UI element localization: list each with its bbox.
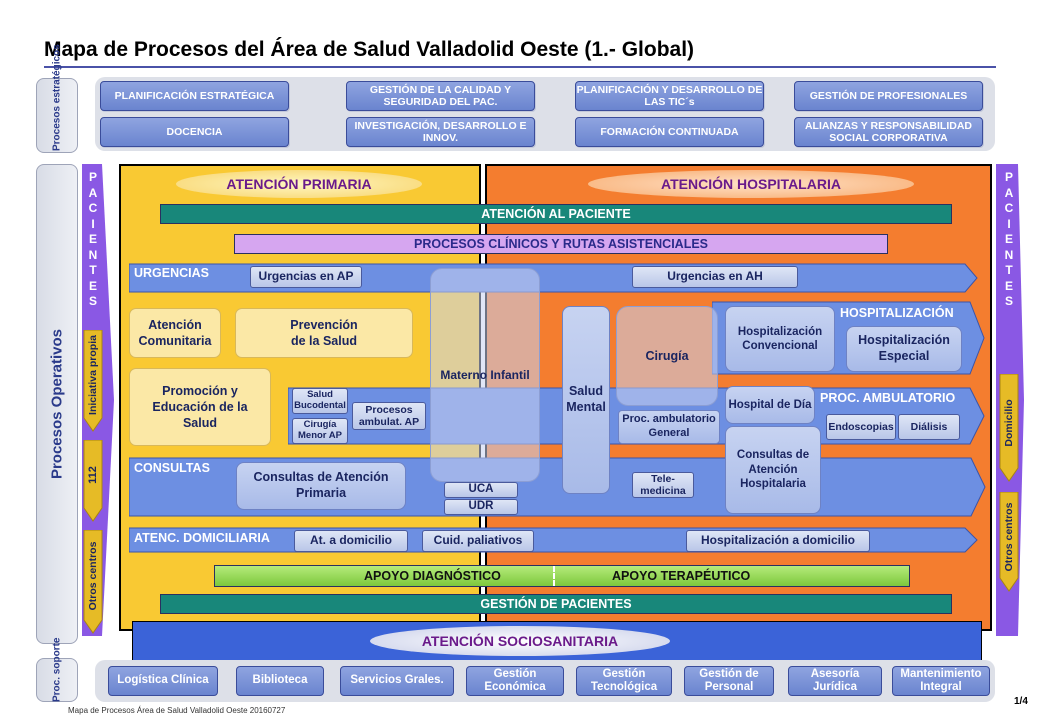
support-mantenimiento[interactable]: Mantenimiento Integral xyxy=(892,666,990,696)
salud-mental[interactable]: Salud Mental xyxy=(562,306,610,494)
strategic-item-tics[interactable]: PLANIFICACIÓN Y DESARROLLO DE LAS TIC´s xyxy=(575,81,764,111)
materno-infantil[interactable]: Materno Infantil xyxy=(430,268,540,482)
hospital-care-title: ATENCIÓN HOSPITALARIA xyxy=(588,170,914,198)
sociosanitaria-title: ATENCIÓN SOCIOSANITARIA xyxy=(370,626,670,656)
consultas-label: CONSULTAS xyxy=(134,461,210,475)
page-title: Mapa de Procesos del Área de Salud Valla… xyxy=(44,38,695,61)
udr[interactable]: UDR xyxy=(444,499,518,515)
support-personal[interactable]: Gestión de Personal xyxy=(684,666,774,696)
consultas-hospitalaria[interactable]: Consultas de Atención Hospitalaria xyxy=(725,426,821,514)
hosp-convencional[interactable]: Hospitalización Convencional xyxy=(725,306,835,372)
domiciliaria-label: ATENC. DOMICILIARIA xyxy=(134,531,270,545)
strategic-item-alianzas[interactable]: ALIANZAS Y RESPONSABILIDAD SOCIAL CORPOR… xyxy=(794,117,983,147)
apoyo-bar xyxy=(214,565,910,587)
urgencias-ah[interactable]: Urgencias en AH xyxy=(632,266,798,288)
atencion-paciente-bar: ATENCIÓN AL PACIENTE xyxy=(160,204,952,224)
hospital-de-dia[interactable]: Hospital de Día xyxy=(725,386,815,424)
support-juridica[interactable]: Asesoría Jurídica xyxy=(788,666,882,696)
apoyo-terapeutico: APOYO TERAPÉUTICO xyxy=(612,569,751,583)
strategic-item-docencia[interactable]: DOCENCIA xyxy=(100,117,289,147)
urgencias-ap[interactable]: Urgencias en AP xyxy=(250,266,362,288)
support-label-box: Proc. soporte xyxy=(36,637,78,702)
support-logistica[interactable]: Logística Clínica xyxy=(108,666,218,696)
strategic-label-box: Procesos estratégicos xyxy=(36,43,78,153)
dialisis[interactable]: Diálisis xyxy=(898,414,960,440)
input-112-label: 112 xyxy=(87,466,99,484)
support-tecnologica[interactable]: Gestión Tecnológica xyxy=(576,666,672,696)
title-underline xyxy=(44,66,996,68)
hosp-domicilio[interactable]: Hospitalización a domicilio xyxy=(686,530,870,552)
output-otros-label: Otros centros xyxy=(1003,502,1015,572)
output-domicilio-label: Domicilio xyxy=(1003,399,1015,447)
hospitalizacion-label: HOSPITALIZACIÓN xyxy=(840,306,954,320)
pacientes-right-letters: P A C I E N T E S xyxy=(1004,170,1014,308)
cuid-paliativos[interactable]: Cuid. paliativos xyxy=(422,530,534,552)
procesos-clinicos-bar: PROCESOS CLÍNICOS Y RUTAS ASISTENCIALES xyxy=(234,234,888,254)
strategic-item-formacion[interactable]: FORMACIÓN CONTINUADA xyxy=(575,117,764,147)
uca[interactable]: UCA xyxy=(444,482,518,498)
primary-care-title: ATENCIÓN PRIMARIA xyxy=(176,170,422,198)
page-number: 1/4 xyxy=(1014,696,1028,707)
telemedicina[interactable]: Tele- medicina xyxy=(632,472,694,498)
operative-label-box: Procesos Operativos xyxy=(36,164,78,644)
procesos-ambulat-ap[interactable]: Procesos ambulat. AP xyxy=(352,402,426,430)
support-economica[interactable]: Gestión Económica xyxy=(466,666,564,696)
support-servicios[interactable]: Servicios Grales. xyxy=(340,666,454,696)
at-domicilio[interactable]: At. a domicilio xyxy=(294,530,408,552)
strategic-item-calidad[interactable]: GESTIÓN DE LA CALIDAD Y SEGURIDAD DEL PA… xyxy=(346,81,535,111)
prevencion-salud[interactable]: Prevención de la Salud xyxy=(235,308,413,358)
apoyo-divider xyxy=(553,566,555,586)
cirugia-menor-ap[interactable]: Cirugía Menor AP xyxy=(292,418,348,444)
support-biblioteca[interactable]: Biblioteca xyxy=(236,666,324,696)
gestion-pacientes-bar: GESTIÓN DE PACIENTES xyxy=(160,594,952,614)
input-arrow-otros xyxy=(83,530,103,634)
footer-text: Mapa de Procesos Área de Salud Valladoli… xyxy=(68,706,286,715)
promocion-salud[interactable]: Promoción y Educación de la Salud xyxy=(129,368,271,446)
apoyo-diagnostico: APOYO DIAGNÓSTICO xyxy=(364,569,501,583)
endoscopias[interactable]: Endoscopias xyxy=(826,414,896,440)
output-arrow-domicilio xyxy=(999,374,1019,482)
input-arrow-iniciativa xyxy=(83,330,103,432)
consultas-ap[interactable]: Consultas de Atención Primaria xyxy=(236,462,406,510)
strategic-item-planificacion[interactable]: PLANIFICACIÓN ESTRATÉGICA xyxy=(100,81,289,111)
input-iniciativa-label: Iniciativa propia xyxy=(87,335,99,415)
atencion-comunitaria[interactable]: Atención Comunitaria xyxy=(129,308,221,358)
pacientes-left-letters: P A C I E N T E S xyxy=(88,170,98,308)
proc-ambulatorio-general[interactable]: Proc. ambulatorio General xyxy=(618,410,720,444)
support-label: Proc. soporte xyxy=(51,637,63,702)
proc-ambulatorio-label: PROC. AMBULATORIO xyxy=(820,391,956,405)
output-arrow-otros xyxy=(999,492,1019,592)
cirugia[interactable]: Cirugía xyxy=(616,306,718,406)
strategic-label: Procesos estratégicos xyxy=(51,43,63,151)
strategic-item-profesionales[interactable]: GESTIÓN DE PROFESIONALES xyxy=(794,81,983,111)
urgencias-label: URGENCIAS xyxy=(134,266,210,280)
input-otros-label: Otros centros xyxy=(87,541,99,611)
hosp-especial[interactable]: Hospitalización Especial xyxy=(846,326,962,372)
salud-bucodental[interactable]: Salud Bucodental xyxy=(292,388,348,414)
strategic-item-investigacion[interactable]: INVESTIGACIÓN, DESARROLLO E INNOV. xyxy=(346,117,535,147)
input-arrow-112 xyxy=(83,440,103,522)
operative-label: Procesos Operativos xyxy=(48,328,66,480)
